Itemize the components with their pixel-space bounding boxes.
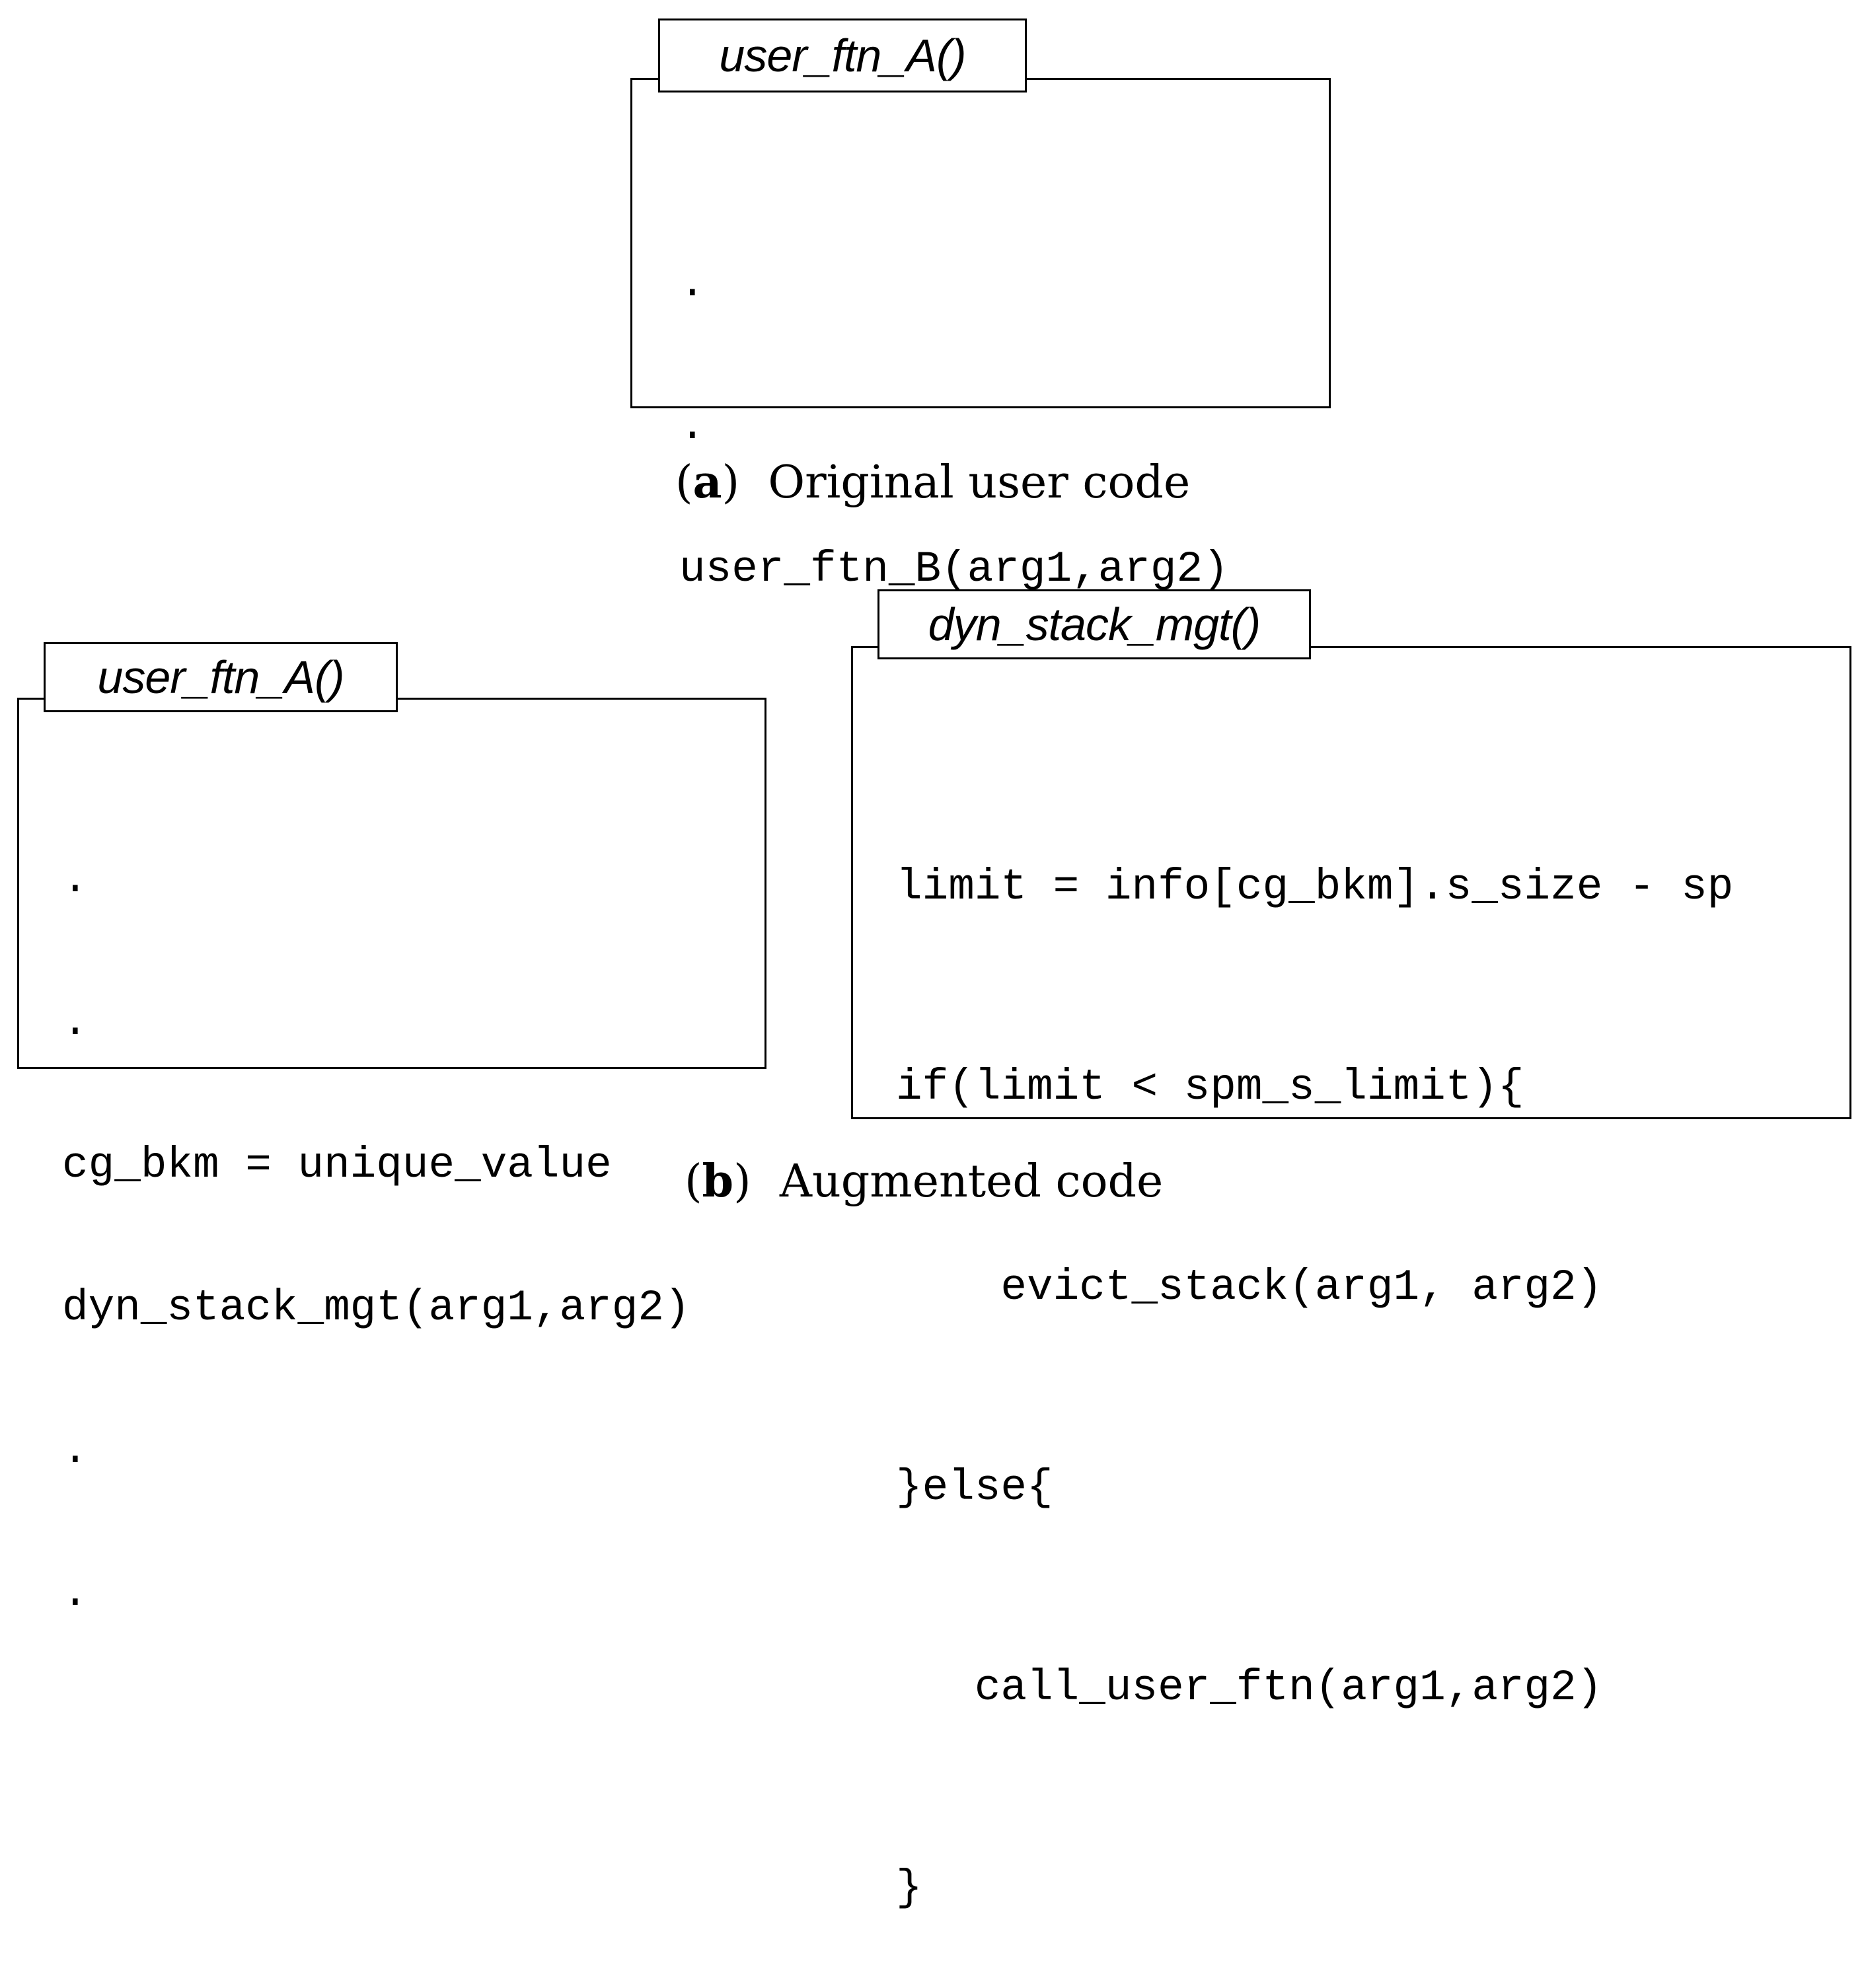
code-line: . (679, 402, 706, 451)
dyn-stack-mgt-box (851, 646, 1851, 1119)
code-line: } (896, 1863, 922, 1913)
code-line: . (62, 998, 89, 1047)
code-line: call_user_ftn(arg1,arg2) (896, 1663, 1603, 1712)
code-line: if(limit < spm_s_limit){ (896, 1062, 1524, 1112)
caption-a-letter: a (692, 456, 722, 509)
user-ftn-a-augmented-code: . . cg_bkm = unique_value dyn_stack_mgt(… (62, 761, 690, 1665)
caption-b-text: Augmented code (779, 1156, 1164, 1208)
user-ftn-a-original-box (630, 78, 1331, 408)
code-line: . (62, 1568, 89, 1618)
code-line: }else{ (896, 1463, 1053, 1512)
code-line: . (679, 259, 706, 309)
code-line: user_ftn_B(arg1,arg2) (679, 544, 1229, 594)
code-line: cg_bkm = unique_value (62, 1140, 612, 1190)
caption-a: (a) Original user code (675, 456, 1191, 509)
code-line: . (62, 855, 89, 904)
dyn-stack-mgt-title: dyn_stack_mgt() (877, 589, 1311, 659)
code-line: . (62, 1426, 89, 1475)
code-line: limit = info[cg_bkm].s_size - sp (896, 862, 1734, 912)
user-ftn-a-augmented-box (17, 698, 766, 1069)
user-ftn-a-original-title: user_ftn_A() (658, 18, 1027, 92)
caption-b: (b) Augmented code (685, 1155, 1164, 1208)
caption-a-text: Original user code (768, 457, 1191, 509)
caption-b-letter: b (702, 1155, 734, 1208)
code-line: dyn_stack_mgt(arg1,arg2) (62, 1283, 690, 1333)
user-ftn-a-augmented-title: user_ftn_A() (44, 642, 398, 712)
code-line: evict_stack(arg1, arg2) (896, 1263, 1603, 1312)
dyn-stack-mgt-code: limit = info[cg_bkm].s_size - sp if(limi… (896, 720, 1733, 1988)
